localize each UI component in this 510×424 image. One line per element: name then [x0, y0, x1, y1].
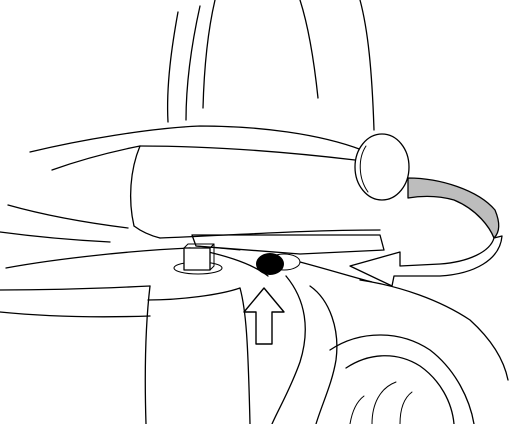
up-arrow-icon	[243, 287, 285, 345]
seat-rail	[191, 234, 385, 255]
release-lever	[256, 253, 301, 275]
seat-peg	[173, 243, 223, 275]
wheel-housing	[271, 275, 509, 424]
seat-backrest	[166, 0, 375, 131]
rotation-band	[407, 177, 500, 239]
seat-cushion	[0, 125, 381, 243]
curved-rotate-arrow-icon	[349, 235, 503, 287]
adjustment-knob	[354, 133, 410, 201]
seat-base	[0, 247, 373, 424]
